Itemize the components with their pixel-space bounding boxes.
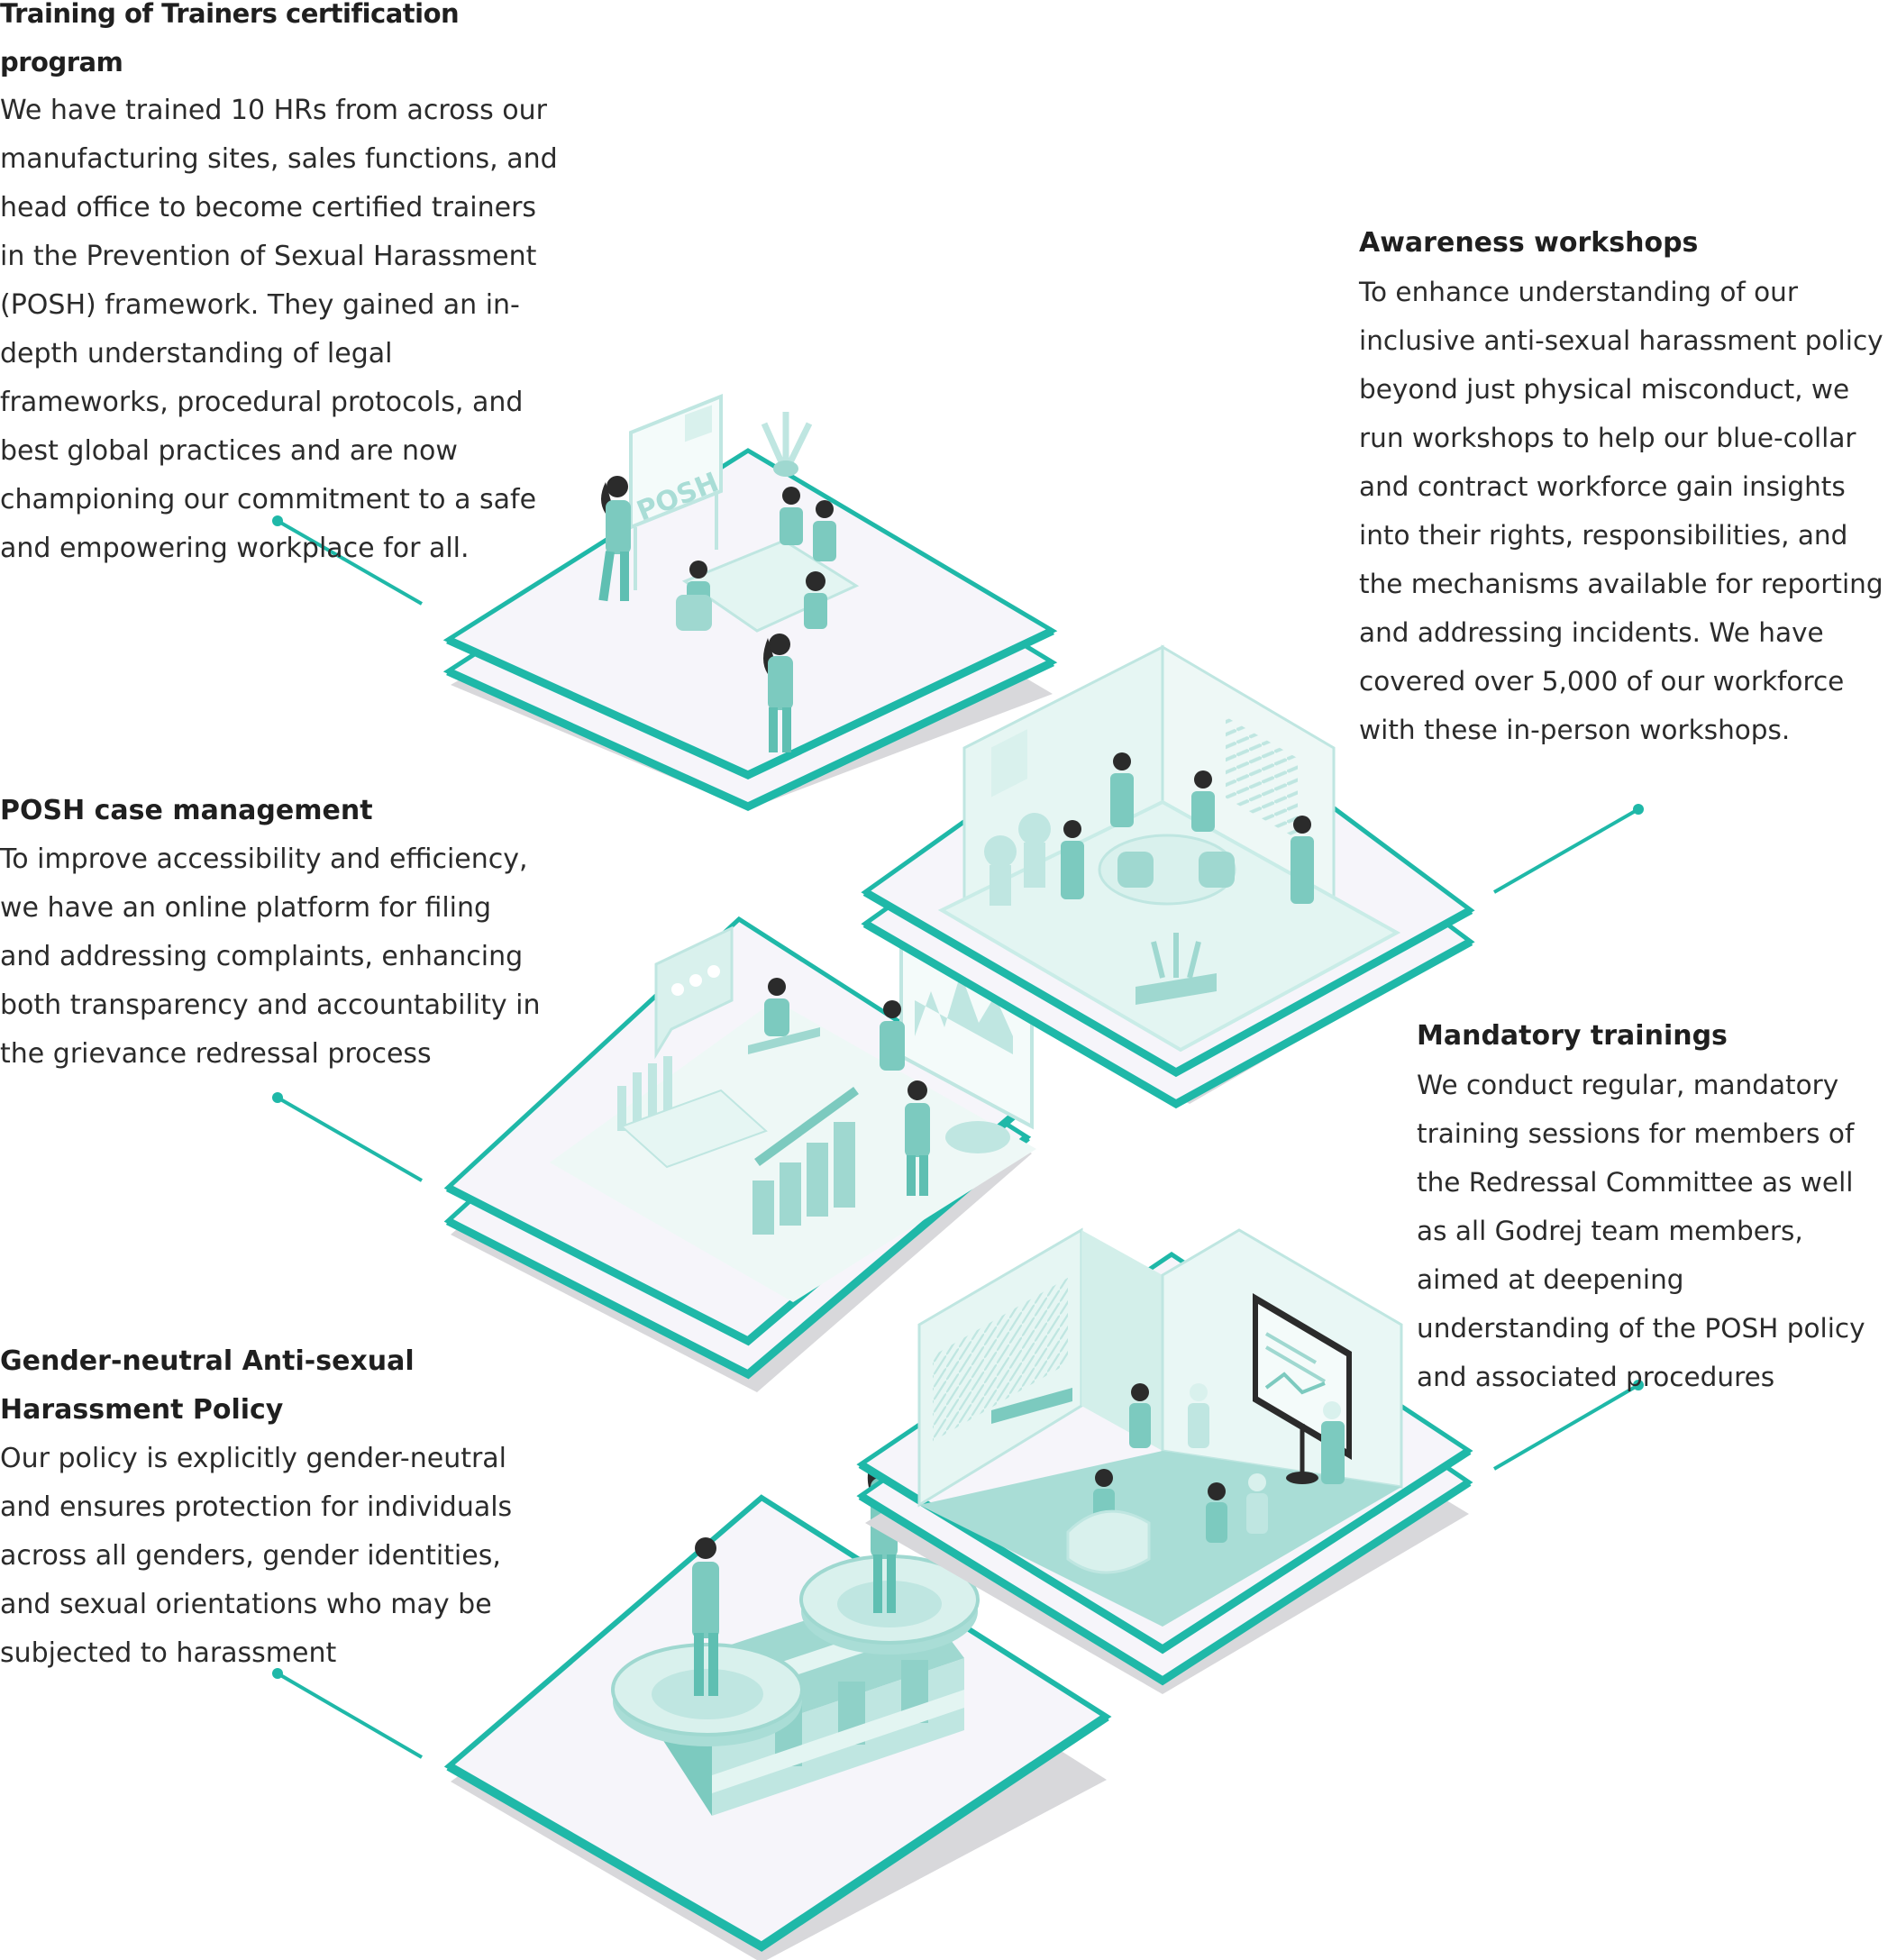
platform-case-management bbox=[443, 916, 1036, 1392]
connector-mandatory bbox=[1492, 1383, 1640, 1471]
trainer-woman bbox=[598, 476, 631, 602]
connector-case-management bbox=[277, 1096, 423, 1182]
section-title: POSH case management bbox=[0, 795, 373, 826]
connector-workshops bbox=[1493, 807, 1639, 894]
section-body: Our policy is explicitly gender-neutral … bbox=[0, 1443, 513, 1669]
connector-policy bbox=[276, 1672, 424, 1759]
bar-chart-graphic bbox=[752, 1086, 859, 1235]
section-gender-neutral-policy: Gender-neutral Anti-sexual Harassment Po… bbox=[0, 1337, 559, 1678]
platform-policy bbox=[443, 1450, 1112, 1960]
section-body: To enhance understanding of our inclusiv… bbox=[1359, 277, 1883, 745]
section-title: Awareness workshops bbox=[1359, 227, 1699, 259]
connector-training bbox=[277, 519, 423, 606]
pie-chart-graphic bbox=[945, 1121, 1010, 1153]
chat-bubble-icon bbox=[654, 925, 734, 1060]
desk bbox=[991, 1388, 1072, 1424]
plant-icon bbox=[761, 412, 813, 477]
people-group bbox=[748, 978, 930, 1196]
section-body: We conduct regular, mandatory training s… bbox=[1417, 1070, 1865, 1392]
section-title: Gender-neutral Anti-sexual Harassment Po… bbox=[0, 1345, 415, 1426]
section-title: Mandatory trainings bbox=[1417, 1020, 1728, 1052]
section-title: Training of Trainers certification progr… bbox=[0, 0, 460, 77]
meeting-people bbox=[1061, 752, 1314, 904]
platform-edge bbox=[446, 1712, 1109, 1952]
section-posh-case-management: POSH case management To improve accessib… bbox=[0, 787, 550, 1079]
platform-awareness-workshops bbox=[861, 644, 1475, 1109]
platform-training-of-trainers: POSH bbox=[442, 394, 1058, 811]
document-sheet bbox=[620, 1089, 768, 1169]
platform-mandatory-trainings bbox=[856, 1227, 1473, 1694]
connector-lines bbox=[272, 515, 1644, 1759]
section-awareness-workshops: Awareness workshops To enhance understan… bbox=[1359, 219, 1888, 754]
section-training-of-trainers: Training of Trainers certification progr… bbox=[0, 0, 559, 573]
section-body: We have trained 10 HRs from across our m… bbox=[0, 95, 558, 564]
balance-scale bbox=[611, 1554, 980, 1816]
section-mandatory-trainings: Mandatory trainings We conduct regular, … bbox=[1417, 1012, 1885, 1401]
meeting-table bbox=[681, 539, 860, 633]
person-man-figure bbox=[692, 1537, 719, 1696]
trainee-group bbox=[676, 487, 836, 752]
plant-decor bbox=[984, 813, 1217, 1005]
section-body: To improve accessibility and efficiency,… bbox=[0, 843, 541, 1070]
sofa bbox=[1066, 1509, 1151, 1574]
